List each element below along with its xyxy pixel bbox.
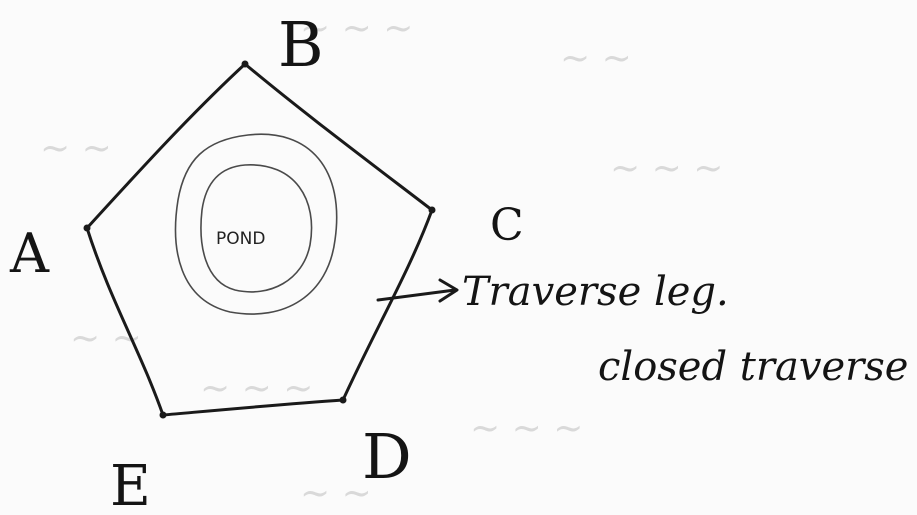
traverse-leg-label: Traverse leg. xyxy=(462,269,729,315)
svg-text:~ ~ ~: ~ ~ ~ xyxy=(470,408,583,449)
vertex-label-b: B xyxy=(278,8,324,81)
station-e-point xyxy=(160,412,167,419)
svg-text:~ ~: ~ ~ xyxy=(40,128,112,169)
station-d-point xyxy=(340,397,347,404)
vertex-label-e: E xyxy=(110,454,151,515)
svg-text:~ ~: ~ ~ xyxy=(560,38,632,79)
svg-text:~ ~: ~ ~ xyxy=(300,473,372,514)
vertex-label-d: D xyxy=(362,420,412,493)
station-a-point xyxy=(84,225,91,232)
pond-outer-contour xyxy=(176,134,337,314)
closed-traverse-label: closed traverse xyxy=(598,344,908,390)
pond-label: POND xyxy=(216,229,265,249)
vertex-label-c: C xyxy=(490,200,524,251)
station-c-point xyxy=(429,207,436,214)
vertex-label-a: A xyxy=(9,222,50,285)
station-b-point xyxy=(242,61,249,68)
svg-text:~ ~ ~: ~ ~ ~ xyxy=(610,148,723,189)
traverse-leg-arrow xyxy=(378,280,457,301)
